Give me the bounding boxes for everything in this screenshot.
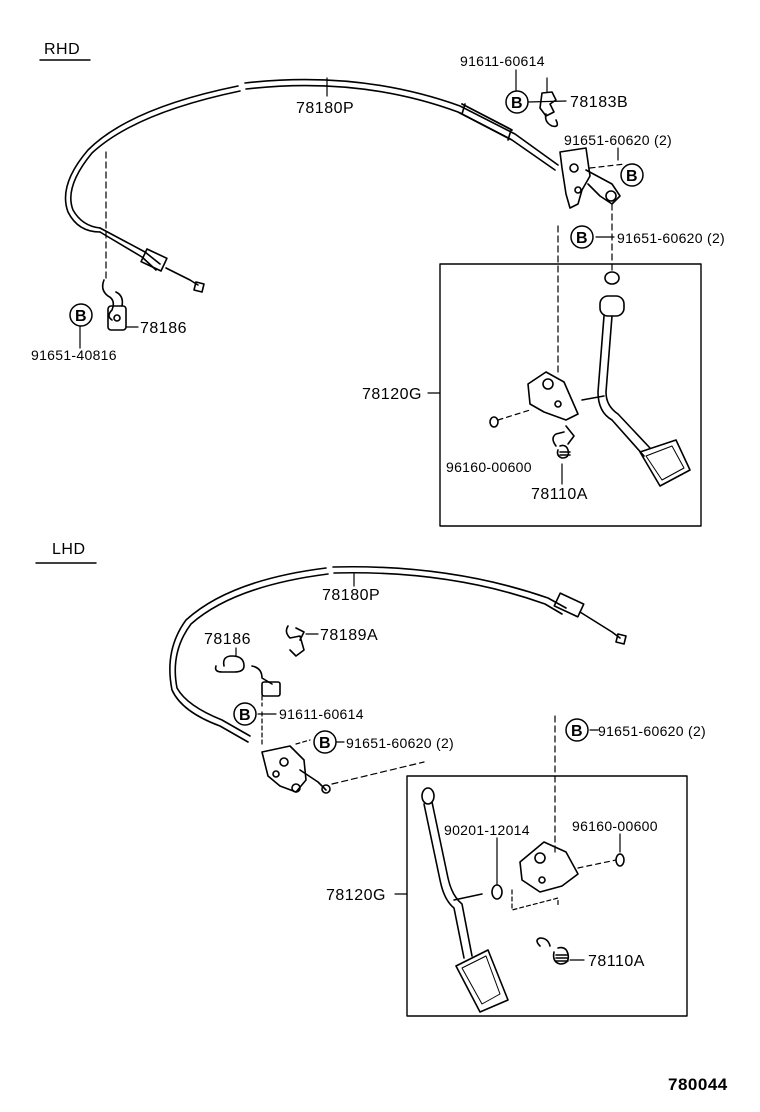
- rhd-label-retainer-bolt: 91651-40816: [31, 347, 117, 363]
- lhd-label-retainer: 78186: [204, 631, 251, 648]
- lhd-callout-b-pedal: B: [565, 718, 589, 742]
- lhd-cable-bracket: [261, 745, 331, 794]
- rhd-callout-b-clip: B: [505, 90, 529, 114]
- lhd-label-clip: 78189A: [320, 627, 378, 644]
- rhd-label-bracket-bolt-lower: 91651-60620 (2): [617, 230, 725, 246]
- lhd-label-pedal-assy: 78120G: [326, 887, 386, 904]
- rhd-callout-b-retainer: B: [69, 303, 93, 327]
- lhd-clip-78189a: [285, 625, 305, 657]
- callout-letter: B: [239, 707, 251, 724]
- rhd-label-bracket-bolt-upper: 91651-60620 (2): [564, 132, 672, 148]
- lhd-bushing-90201: [491, 837, 503, 900]
- rhd-accelerator-cable: [64, 78, 559, 293]
- lhd-label-clip-bolt: 91611-60614: [279, 706, 364, 722]
- lhd-label-bracket-bolt-right: 91651-60620 (2): [598, 723, 706, 739]
- rhd-clip-78183b: [539, 91, 559, 128]
- rhd-pedal-assy-box: [439, 263, 702, 527]
- rhd-retainer-78186: [101, 279, 127, 331]
- lhd-label-bushing-right: 96160-00600: [572, 818, 658, 834]
- lhd-accelerator-cable: [169, 565, 627, 743]
- rhd-callout-b-bracket: B: [620, 163, 644, 187]
- rhd-label-clip-bolt: 91611-60614: [460, 53, 545, 69]
- callout-letter: B: [626, 168, 638, 185]
- rhd-section-title: RHD: [44, 41, 80, 58]
- diagram-code: 780044: [668, 1075, 728, 1094]
- rhd-cable-bracket: [559, 147, 621, 209]
- rhd-accelerator-pedal: [581, 271, 691, 487]
- rhd-callout-b-pedal: B: [570, 225, 594, 249]
- lhd-pedal-assy-box: [406, 775, 688, 1017]
- lhd-label-bushing-left: 90201-12014: [444, 822, 530, 838]
- lhd-spring-78110a: [536, 937, 585, 965]
- lhd-section: [35, 562, 688, 1017]
- lhd-callout-b-bracket: B: [313, 730, 337, 754]
- rhd-spring-78110a: [552, 425, 575, 459]
- lhd-pedal-bracket: [511, 833, 625, 911]
- rhd-label-cable: 78180P: [296, 100, 354, 117]
- lhd-label-cable: 78180P: [322, 587, 380, 604]
- callout-letter: B: [511, 95, 523, 112]
- callout-letter: B: [75, 308, 87, 325]
- lhd-label-bracket-bolt-mid: 91651-60620 (2): [346, 735, 454, 751]
- lhd-section-title: LHD: [52, 541, 86, 558]
- lhd-callout-b-clip: B: [233, 702, 257, 726]
- lhd-accelerator-pedal: [421, 787, 509, 1013]
- rhd-section: [39, 59, 702, 527]
- lhd-label-spring: 78110A: [588, 953, 645, 970]
- callout-letter: B: [319, 735, 331, 752]
- rhd-label-retainer: 78186: [140, 320, 187, 337]
- lhd-retainer-78186: [214, 655, 281, 707]
- rhd-label-clip: 78183B: [570, 94, 628, 111]
- rhd-pedal-bracket: [489, 371, 579, 428]
- callout-letter: B: [576, 230, 588, 247]
- rhd-label-pedal-assy: 78120G: [362, 386, 422, 403]
- rhd-label-spring: 78110A: [531, 486, 588, 503]
- callout-letter: B: [571, 723, 583, 740]
- rhd-label-bushing: 96160-00600: [446, 459, 532, 475]
